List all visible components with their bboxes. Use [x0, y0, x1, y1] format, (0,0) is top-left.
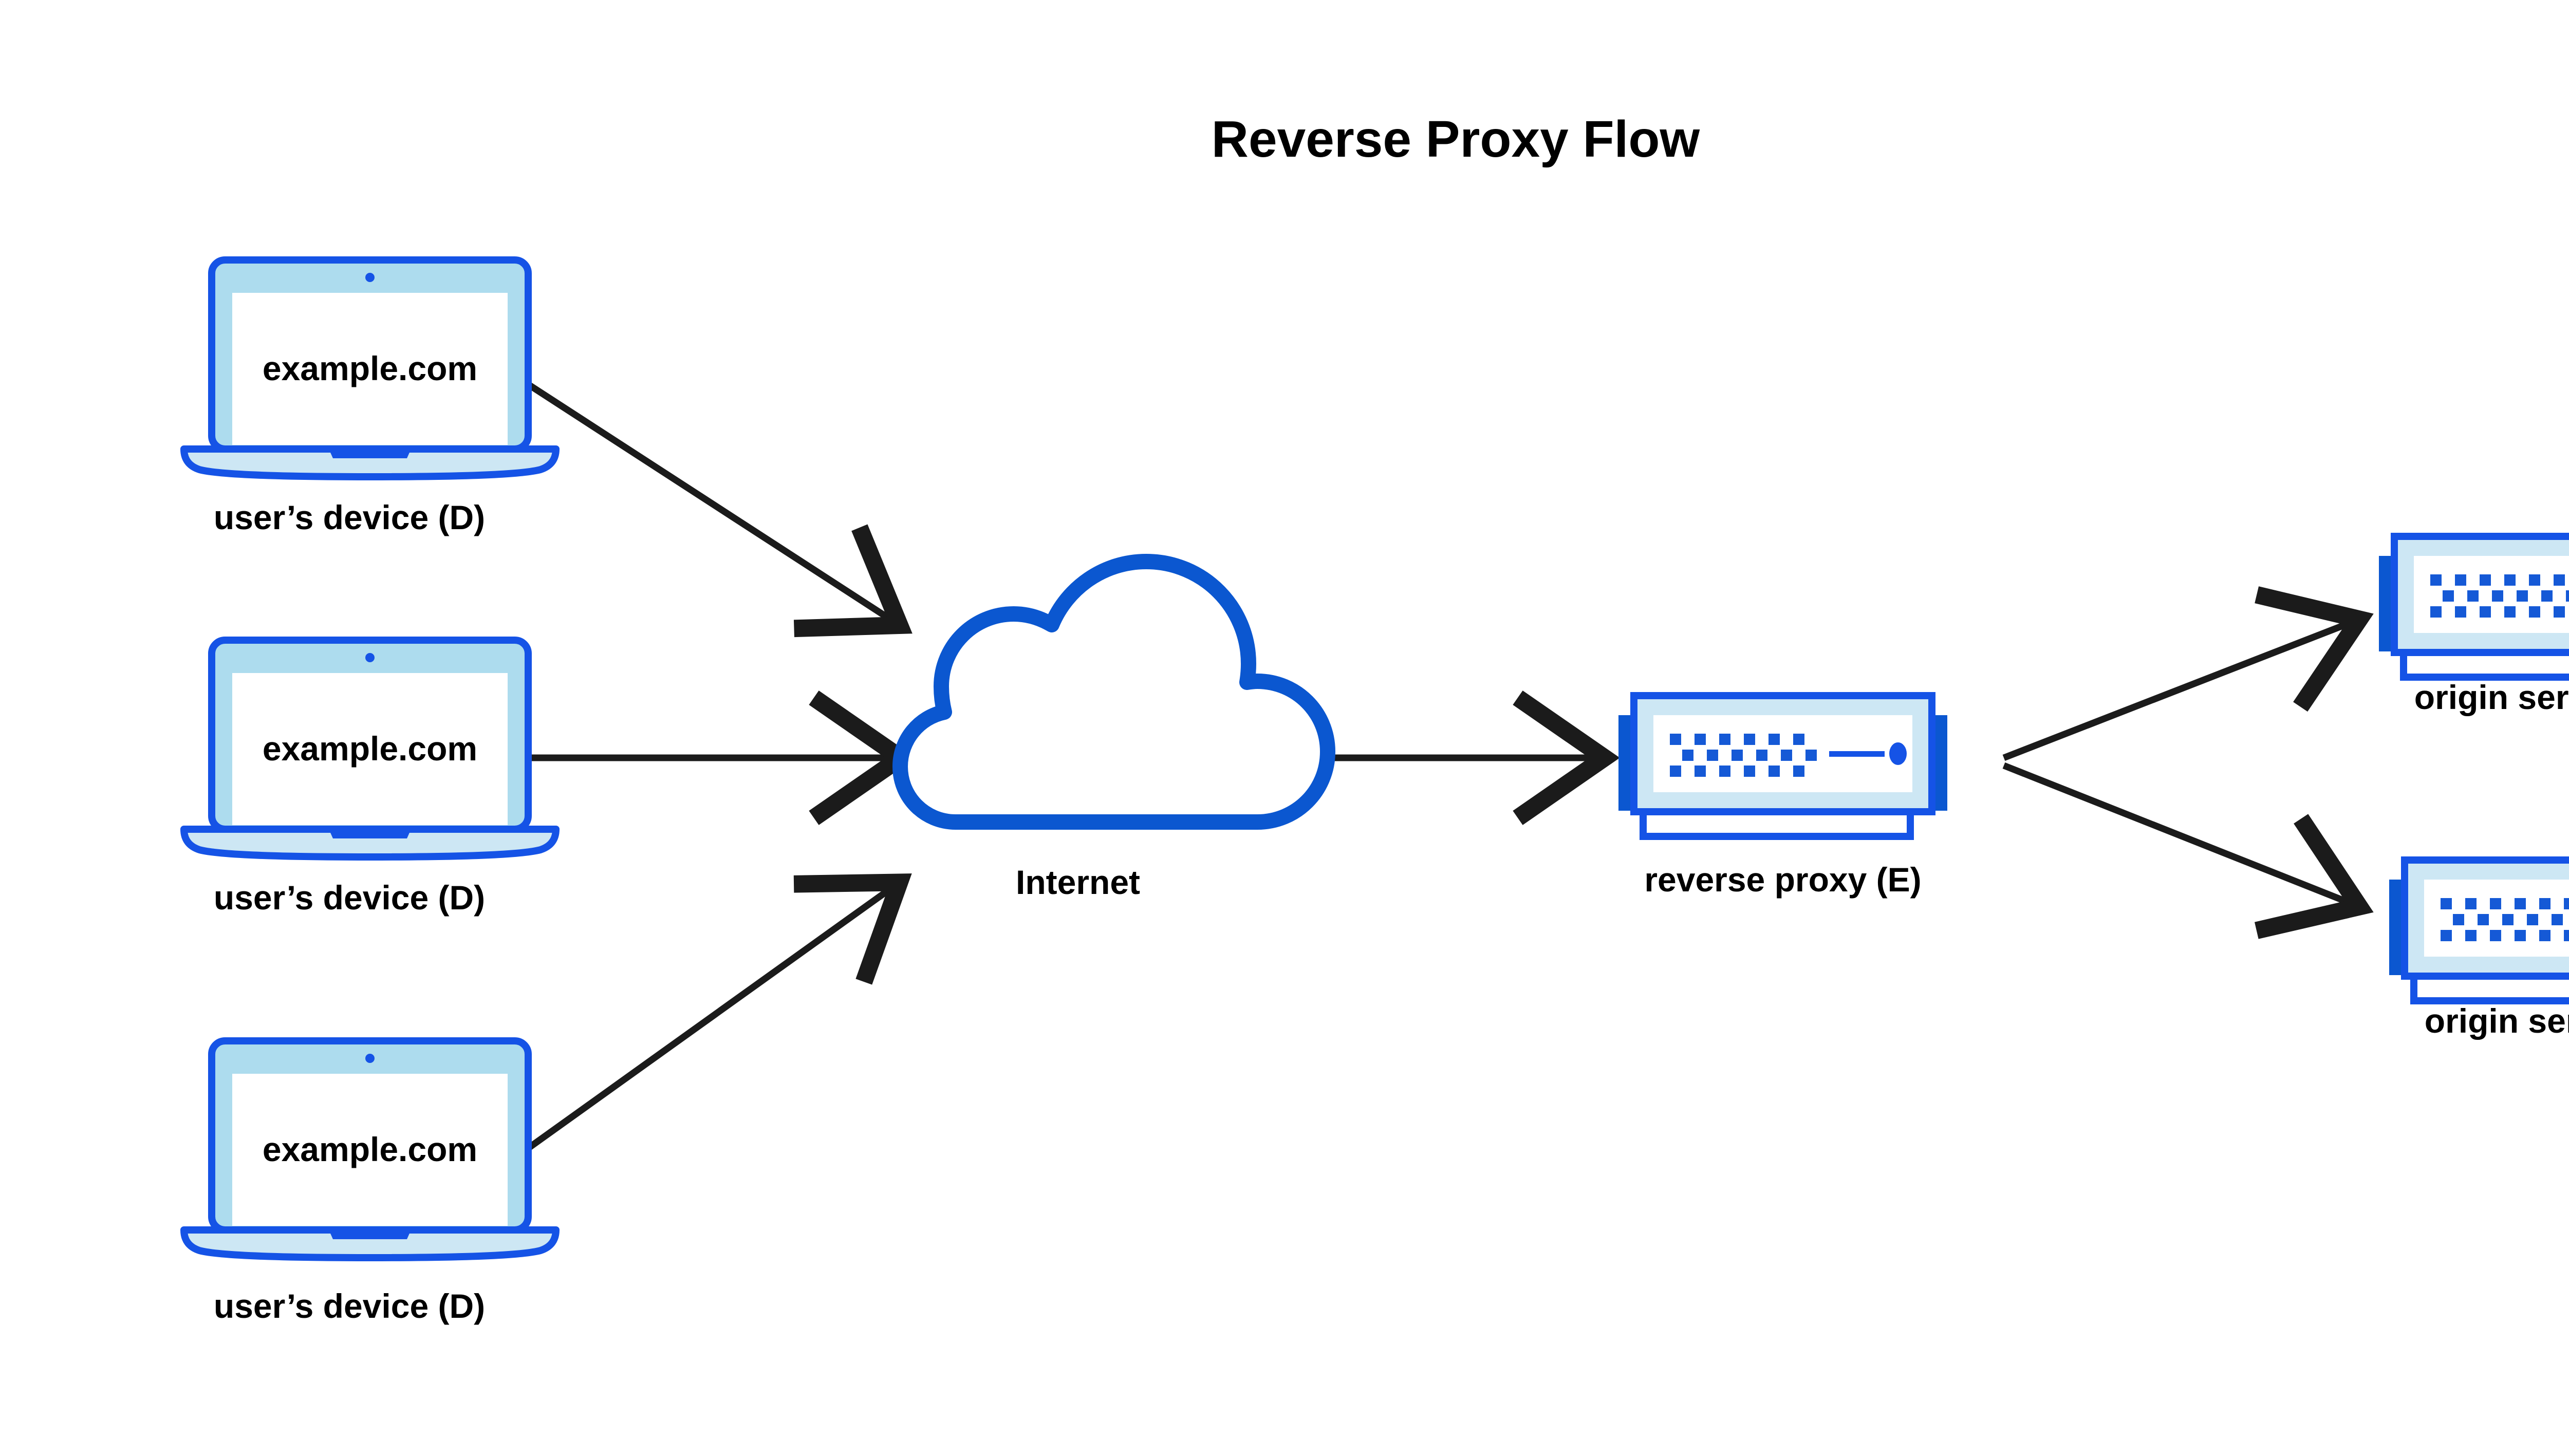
server-icon [2389, 860, 2569, 1001]
node-origin-server-2[interactable]: origin server (F) [2389, 860, 2569, 1040]
device-screen-text: example.com [263, 1130, 477, 1168]
node-reverse-proxy[interactable]: reverse proxy (E) [1618, 696, 1947, 899]
cloud-icon [892, 554, 1335, 830]
device-screen-text: example.com [263, 349, 477, 387]
edge-proxy-to-origin2 [2002, 762, 2374, 939]
node-user-device-2[interactable]: example.com user’s device (D) [184, 640, 556, 917]
edge-device3-to-internet [512, 873, 912, 1162]
node-user-device-1[interactable]: example.com user’s device (D) [184, 260, 556, 536]
device-label: user’s device (D) [214, 498, 485, 536]
edges-layer [512, 372, 2374, 1162]
origin-server-label: origin server (F) [2425, 1002, 2569, 1040]
internet-label: Internet [1016, 863, 1140, 901]
origin-server-label: origin server (F) [2414, 678, 2569, 716]
page-title: Reverse Proxy Flow [1212, 110, 1700, 168]
device-screen-text: example.com [263, 730, 477, 768]
server-icon [1618, 696, 1947, 836]
edge-proxy-to-origin1 [2002, 586, 2374, 761]
node-origin-server-1[interactable]: origin server (F) [2379, 536, 2569, 716]
device-label: user’s device (D) [214, 879, 485, 917]
device-label: user’s device (D) [214, 1287, 485, 1325]
server-icon [2379, 536, 2569, 677]
node-internet[interactable]: Internet [892, 554, 1335, 901]
reverse-proxy-label: reverse proxy (E) [1644, 861, 1921, 899]
edge-device1-to-internet [512, 372, 913, 638]
node-user-device-3[interactable]: example.com user’s device (D) [184, 1041, 556, 1325]
